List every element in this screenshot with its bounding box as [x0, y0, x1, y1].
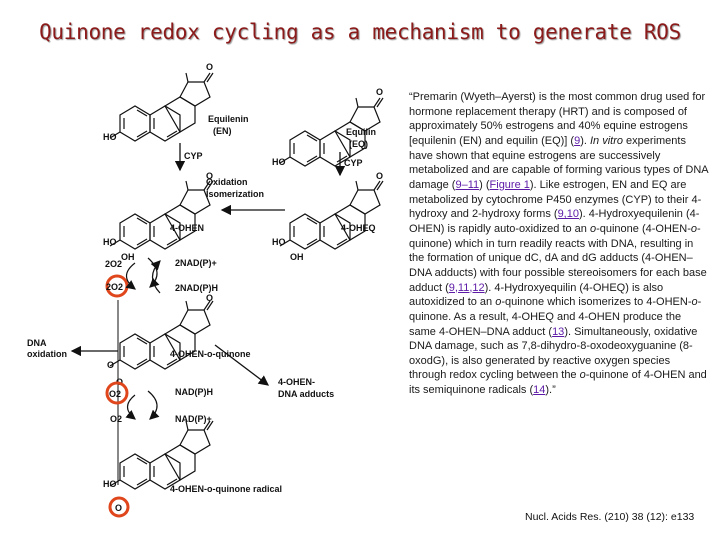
- 4-oheq-structure: [279, 180, 384, 250]
- quote-fragment: experiments have shown that equine estro…: [409, 134, 708, 191]
- reference-link[interactable]: 9,10: [557, 208, 579, 221]
- equilenin-structure: [109, 72, 214, 142]
- equilin-label: Equilin: [346, 127, 376, 137]
- equilenin-label: Equilenin: [208, 114, 249, 124]
- italic-text: o: [690, 222, 697, 235]
- dna-oxidation-label: oxidation: [27, 349, 67, 359]
- cyp-left-label: CYP: [184, 151, 203, 161]
- ho-label: HO: [272, 157, 286, 167]
- adducts-label: 4-OHEN-: [278, 377, 315, 387]
- 4-oheq-label: 4-OHEQ: [341, 223, 376, 233]
- superoxide-label: 2O2: [106, 282, 123, 292]
- italic-text: o: [579, 369, 586, 382]
- quote-fragment: ).: [580, 134, 590, 147]
- quote-fragment: ). Simultaneously, oxidative DNA damage,…: [409, 325, 698, 382]
- quote-fragment: ). 4-Hydroxyequilin (4-OHEQ) is also aut…: [409, 281, 664, 309]
- en-label: (EN): [213, 126, 232, 136]
- 4-ohen-label: 4-OHEN: [170, 223, 204, 233]
- reference-link[interactable]: Figure 1: [489, 178, 530, 191]
- italic-text: o: [589, 222, 597, 235]
- quote-fragment: -quinone of 4-OHEN and its semiquinone r…: [409, 369, 707, 397]
- quote-text: “Premarin (Wyeth–Ayerst) is the most com…: [409, 90, 709, 398]
- o-label: O: [206, 171, 213, 181]
- reference-link[interactable]: 14: [533, 384, 546, 397]
- italic-text: In vitro: [589, 134, 623, 147]
- metabolism-diagram: HO O Equilenin (EN) HO O Equilin (EQ) CY…: [27, 62, 384, 518]
- quote-fragment: ). Like estrogen, EN and EQ are metaboli…: [409, 178, 702, 221]
- o-label: O: [206, 293, 213, 303]
- isomerization-label: Isomerization: [206, 189, 264, 199]
- o-label: O: [115, 503, 122, 513]
- quote-fragment: -quinone. As a result, 4-OHEQ and 4-OHEN…: [409, 296, 702, 338]
- radical-ring: [108, 496, 130, 518]
- quote-fragment: -quinone (4-OHEN-: [596, 222, 691, 235]
- o2-label: O2: [110, 414, 122, 424]
- quote-fragment: ).”: [545, 384, 556, 397]
- quote-fragment: ). 4-Hydroxyequilenin (4-OHEN) is rapidl…: [409, 208, 700, 235]
- nadph-mid-label: NAD(P)H: [175, 387, 213, 397]
- quote-fragment: “Premarin (Wyeth–Ayerst) is the most com…: [409, 91, 706, 147]
- quote-fragment: -quinone) which in turn readily reacts w…: [409, 222, 707, 294]
- reference-link[interactable]: 9–11: [455, 178, 480, 191]
- quote-fragment: -quinone which isomerizes to 4-OHEN-: [501, 296, 692, 309]
- eq-label: (EQ): [349, 139, 368, 149]
- o2-label: 2O2: [105, 259, 122, 269]
- ho-label: HO: [272, 237, 286, 247]
- oh-label: OH: [121, 252, 135, 262]
- superoxide-label: O2: [109, 389, 121, 399]
- italic-text: o: [691, 296, 698, 309]
- ho-label: HO: [103, 479, 117, 489]
- radical-structure: [109, 420, 214, 490]
- superoxide-ring: [105, 381, 129, 405]
- reference-link[interactable]: 9,11,12: [448, 281, 485, 294]
- nadph-top-label: 2NAD(P)H: [175, 283, 218, 293]
- o-label: O: [107, 360, 114, 370]
- o-label: O: [376, 171, 383, 181]
- italic-text: o: [495, 296, 502, 309]
- 4-ohen-structure: [109, 180, 214, 250]
- o-label: O: [376, 87, 383, 97]
- ho-label: HO: [103, 132, 117, 142]
- nadp-mid-label: NAD(P)+: [175, 414, 212, 424]
- quote-fragment: ) (: [479, 178, 490, 191]
- oh-label: OH: [290, 252, 304, 262]
- o-quinone-label: 4-OHEN-o-quinone: [170, 349, 251, 359]
- ho-label: HO: [103, 237, 117, 247]
- citation: Nucl. Acids Res. (210) 38 (12): e133: [525, 511, 695, 523]
- oxidation-label: Oxidation: [206, 177, 248, 187]
- reference-link[interactable]: 13: [552, 325, 565, 338]
- dna-oxidation-label: DNA: [27, 338, 47, 348]
- o-label: O: [206, 62, 213, 72]
- reference-link[interactable]: 9: [574, 134, 581, 147]
- page-title: Quinone redox cycling as a mechanism to …: [39, 20, 681, 44]
- adducts-label: DNA adducts: [278, 389, 334, 399]
- cyp-right-label: CYP: [344, 158, 363, 168]
- nadp-top-label: 2NAD(P)+: [175, 258, 217, 268]
- radical-label: 4-OHEN-o-quinone radical: [170, 484, 282, 494]
